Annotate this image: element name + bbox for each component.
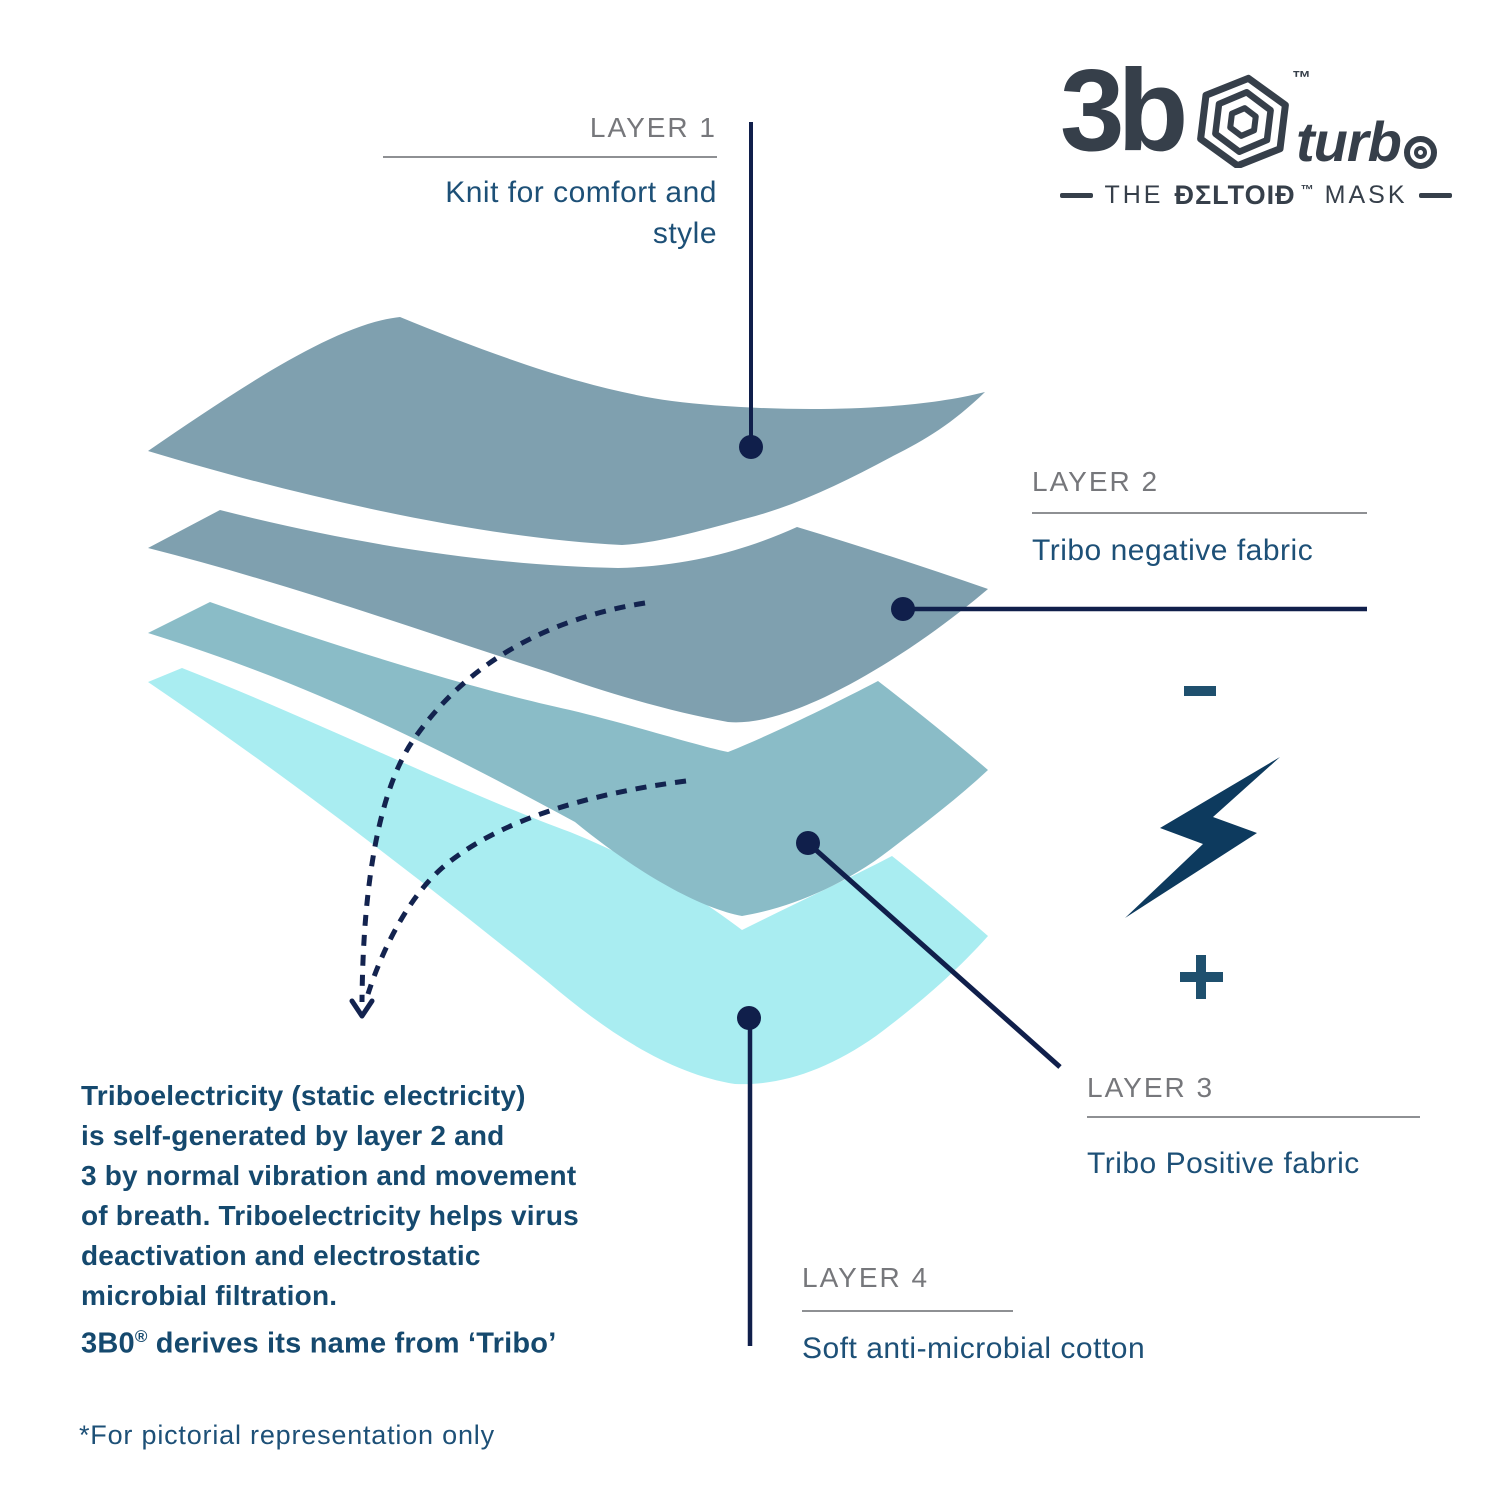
layer-1-caption: Knit for comfort and style <box>445 176 717 250</box>
minus-icon <box>1184 686 1216 696</box>
paragraph-line: 3 by normal vibration and movement <box>81 1160 577 1191</box>
layer-1-label: LAYER 1 <box>589 112 717 143</box>
paragraph-line: of breath. Triboelectricity helps virus <box>81 1200 579 1231</box>
tribo-paragraph: Triboelectricity (static electricity) is… <box>81 1076 579 1316</box>
paragraph-line: microbial filtration. <box>81 1280 338 1311</box>
registered-icon: ® <box>134 1327 148 1346</box>
brand-note-text: derives its name from ‘Tribo’ <box>147 1327 557 1360</box>
logo-3b-text: 3b <box>1060 45 1188 175</box>
logo-trademark: ™ <box>1292 68 1311 89</box>
brand-note-brand: 3B0 <box>81 1327 135 1360</box>
logo-hex-zero-icon <box>1197 74 1289 168</box>
layer-3-dot <box>796 831 820 855</box>
tribo-flow-arrow-1 <box>359 600 646 1003</box>
layer-2-sheet <box>148 510 988 723</box>
tagline-the: THE <box>1104 181 1164 209</box>
brand-logo: 3b ™ turb THE ĐΣLTOIĐ ™ MASK <box>1060 52 1452 216</box>
layer-3-underline <box>1087 1116 1420 1118</box>
layer-3-label: LAYER 3 <box>1087 1072 1215 1103</box>
logo-turbo-letters: turb <box>1296 110 1402 173</box>
arrow-down-icon <box>349 998 375 1019</box>
layer-2-caption: Tribo negative fabric <box>1032 534 1314 567</box>
layer-2-dot <box>891 597 915 621</box>
tagline-deltoid: ĐΣLTOIĐ <box>1174 180 1296 210</box>
layer-3-leader-line <box>806 841 1062 1069</box>
bullseye-o-icon <box>1403 136 1437 169</box>
tagline-left-dash <box>1060 193 1094 198</box>
layer-1-underline <box>383 156 717 158</box>
layer-2-underline <box>1032 512 1367 514</box>
layer-3-sheet <box>148 602 988 916</box>
layer-1-dot <box>739 435 763 459</box>
paragraph-line: is self-generated by layer 2 and <box>81 1120 505 1151</box>
footnote: *For pictorial representation only <box>79 1420 495 1450</box>
tagline-mask: MASK <box>1324 181 1408 209</box>
tagline-right-dash <box>1418 193 1452 198</box>
brand-note: 3B0® derives its name from ‘Tribo’ <box>81 1327 556 1361</box>
logo-turbo-text: turb <box>1296 114 1437 170</box>
layer-1-sheet <box>148 317 985 545</box>
layer-4-underline <box>802 1310 1013 1312</box>
paragraph-line: Triboelectricity (static electricity) <box>81 1080 526 1111</box>
plus-icon <box>1180 955 1223 999</box>
layer-4-caption: Soft anti-microbial cotton <box>802 1332 1146 1365</box>
layer-4-label: LAYER 4 <box>802 1262 930 1293</box>
tagline-trademark: ™ <box>1300 182 1314 197</box>
layer-4-sheet <box>148 668 988 1085</box>
layer-4-dot <box>737 1006 761 1030</box>
tribo-flow-arrow-2 <box>365 778 687 995</box>
logo-tagline: THE ĐΣLTOIĐ ™ MASK <box>1060 180 1452 211</box>
layer-3-caption: Tribo Positive fabric <box>1087 1147 1360 1180</box>
paragraph-line: deactivation and electrostatic <box>81 1240 481 1271</box>
layer-2-label: LAYER 2 <box>1032 466 1160 497</box>
lightning-bolt-icon <box>1125 757 1280 918</box>
